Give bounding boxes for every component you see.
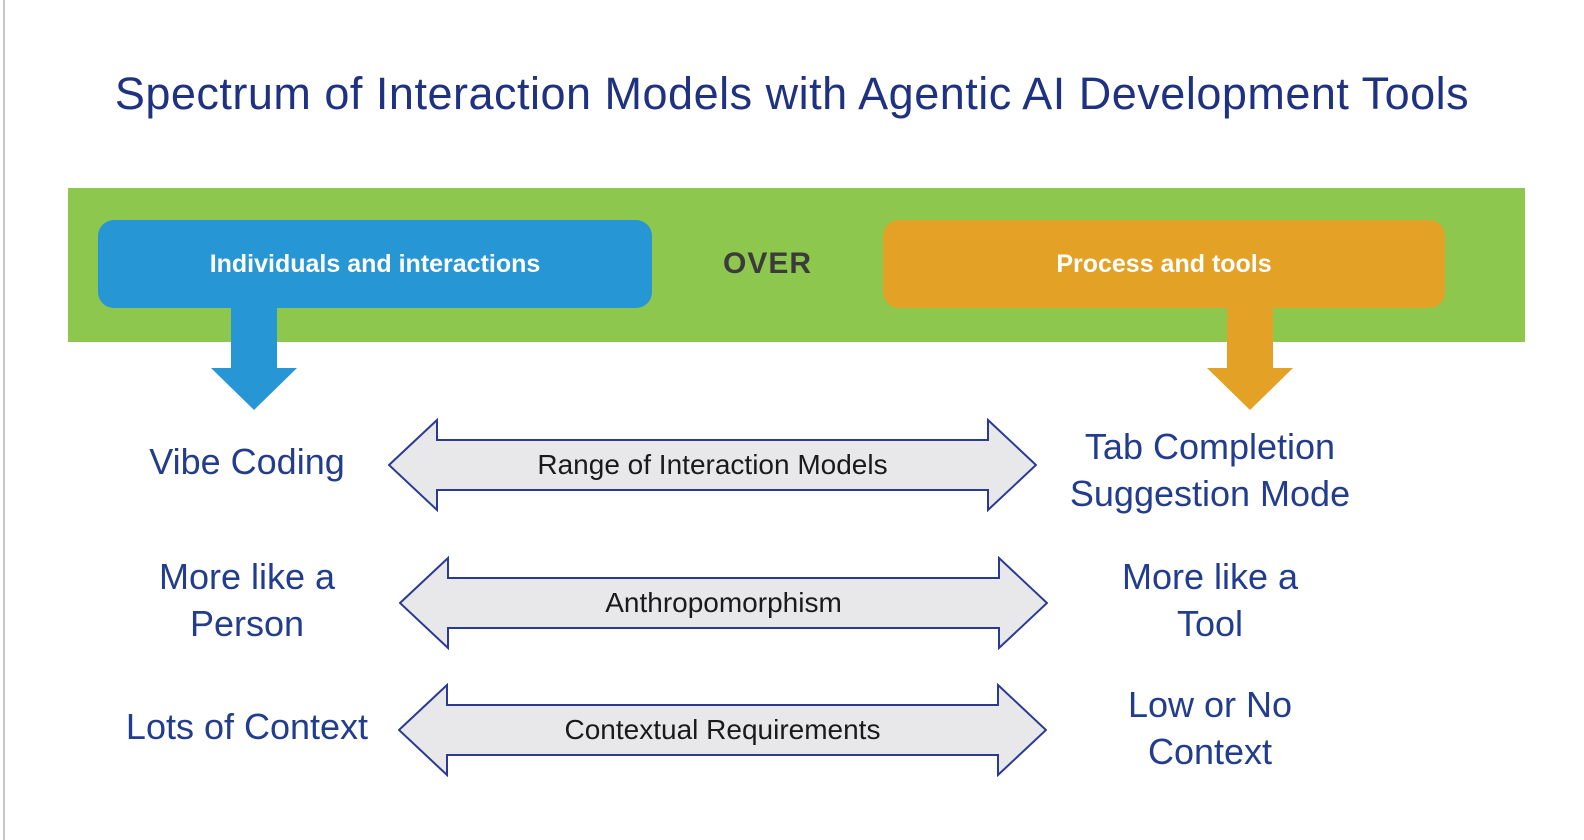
over-connector: OVER (652, 220, 883, 308)
double-arrow-icon (387, 417, 1038, 513)
label-vibe-coding: Vibe Coding (149, 441, 345, 482)
label-low-or-no-context: Low or No Context (1127, 684, 1293, 772)
label-tab-completion-suggestion-mode: Tab Completion Suggestion Mode (1069, 426, 1351, 514)
process-and-tools-box: Process and tools (883, 220, 1445, 308)
contextual-requirements-arrow: Contextual Requirements (397, 682, 1048, 778)
label-more-like-a-person: More like a Person (158, 556, 336, 644)
process-and-tools-label: Process and tools (1056, 249, 1272, 278)
over-label: OVER (722, 247, 813, 280)
individuals-and-interactions-box: Individuals and interactions (98, 220, 652, 308)
individuals-and-interactions-label: Individuals and interactions (209, 249, 541, 278)
anthropomorphism-arrow: Anthropomorphism (398, 555, 1049, 651)
diagram-title: Spectrum of Interaction Models with Agen… (114, 68, 1470, 119)
double-arrow-icon (397, 682, 1048, 778)
page-left-border (3, 0, 5, 840)
label-more-like-a-tool: More like a Tool (1121, 556, 1299, 644)
double-arrow-icon (398, 555, 1049, 651)
orange-down-arrow-icon (1207, 308, 1293, 410)
blue-down-arrow-icon (211, 308, 297, 410)
range-of-interaction-models-arrow: Range of Interaction Models (387, 417, 1038, 513)
label-lots-of-context: Lots of Context (125, 706, 369, 747)
